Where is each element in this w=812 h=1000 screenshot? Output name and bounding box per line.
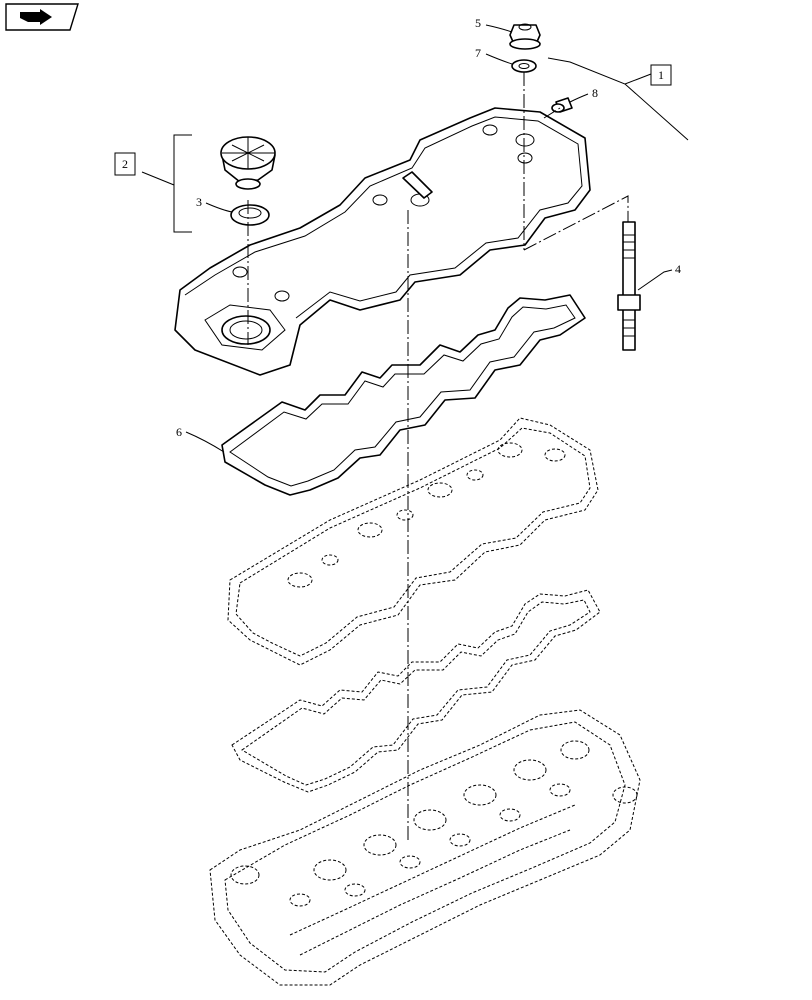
stud-bolt: [617, 221, 641, 351]
callout-leaders: [141, 24, 689, 453]
callout-8: 8: [592, 86, 598, 100]
callout-5: 5: [475, 16, 481, 30]
cover-gasket: [221, 294, 586, 496]
assembly-center-lines: [247, 72, 629, 840]
callout-2: 2: [114, 152, 136, 176]
seal-ring: [230, 204, 270, 226]
callout-4: 4: [675, 262, 681, 276]
cylinder-head-reference: [209, 709, 641, 986]
oil-filler-cap: [220, 136, 276, 190]
next-page-arrow-icon[interactable]: [5, 3, 79, 31]
svg-text:2: 2: [122, 157, 128, 171]
callout-7: 7: [475, 46, 481, 60]
flange-nut: [509, 23, 541, 50]
callout-1: 1: [650, 64, 672, 86]
callout-6: 6: [176, 425, 182, 439]
valve-cover: [174, 107, 591, 376]
callout-3: 3: [196, 195, 202, 209]
sealing-washer: [511, 59, 537, 73]
plug: [551, 97, 573, 113]
svg-text:1: 1: [658, 68, 664, 82]
lower-gasket-reference: [231, 589, 601, 793]
rocker-housing-reference: [227, 417, 599, 666]
